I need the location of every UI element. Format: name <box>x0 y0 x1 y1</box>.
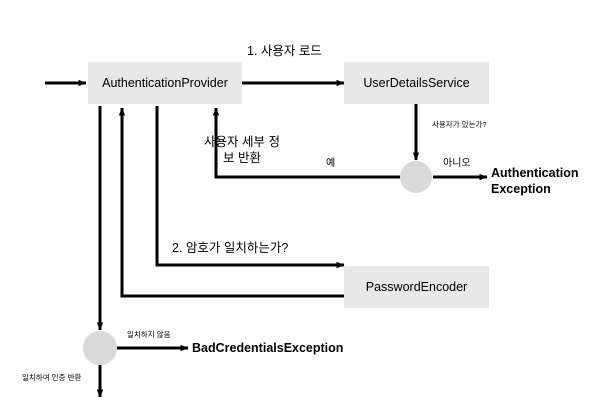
box-password-encoder[interactable]: PasswordEncoder <box>344 266 489 308</box>
label-answer-no: 아니오 <box>443 158 471 169</box>
label-step-2-password-match: 2. 암호가 일치하는가? <box>172 241 289 255</box>
box-authentication-provider-label: AuthenticationProvider <box>102 76 228 90</box>
edge-yes-return-user-details <box>212 107 400 179</box>
decision-node-password-match <box>83 331 117 365</box>
decision-node-user-exists <box>400 161 432 193</box>
label-matched-return-auth: 일치하여 인증 반환 <box>22 373 82 382</box>
box-user-details-service[interactable]: UserDetailsService <box>344 62 489 104</box>
label-not-matched: 일치하지 않음 <box>127 330 171 339</box>
box-user-details-service-label: UserDetailsService <box>363 76 470 90</box>
label-authentication-exception: Authentication Exception <box>491 166 579 196</box>
edge-provider-to-passwordencoder <box>155 106 345 269</box>
box-authentication-provider[interactable]: AuthenticationProvider <box>88 62 242 104</box>
box-password-encoder-label: PasswordEncoder <box>365 280 468 294</box>
label-return-user-details: 사용자 세부 정 보 반환 <box>204 135 280 165</box>
label-step-1-load-user: 1. 사용자 로드 <box>247 44 322 58</box>
label-bad-credentials-exception: BadCredentialsException <box>192 341 344 355</box>
label-user-exists-question: 사용자가 있는가? <box>432 120 487 129</box>
edge-passwordencoder-to-provider <box>118 107 344 298</box>
label-answer-yes: 예 <box>326 158 336 169</box>
